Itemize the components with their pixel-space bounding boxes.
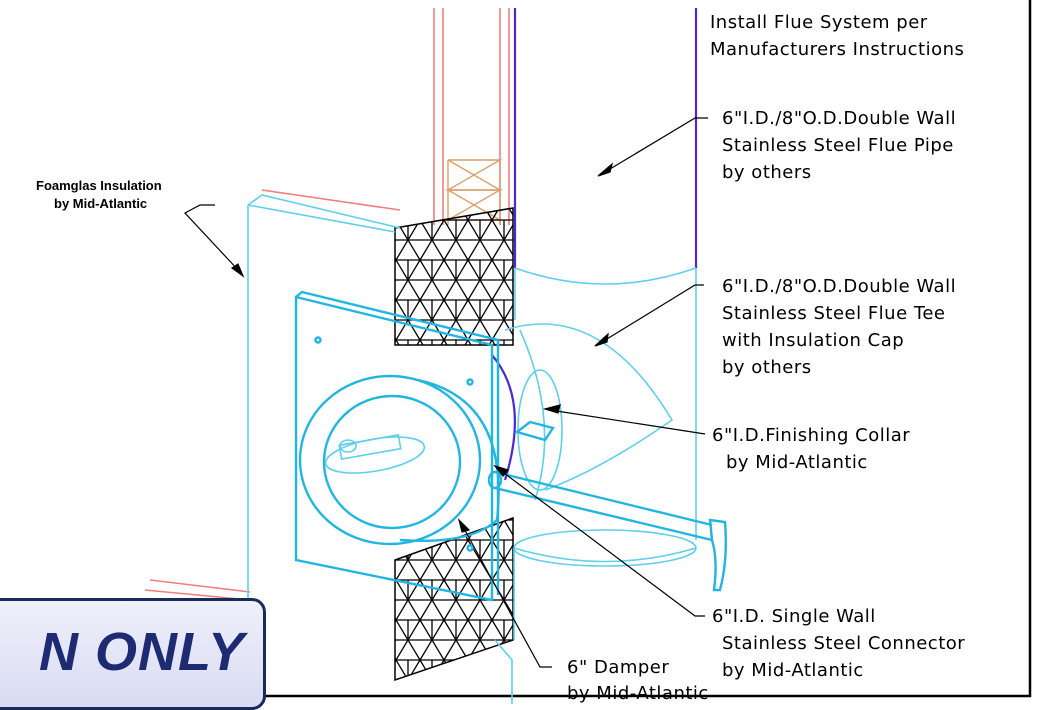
label-flue-tee-line-1: 6"I.D./8"O.D.Double Wall xyxy=(722,276,956,297)
label-insulation-line-1: Foamglas Insulation xyxy=(36,178,162,193)
label-install-line-2: Manufacturers Instructions xyxy=(710,39,964,60)
watermark-text: N ONLY xyxy=(39,622,245,682)
label-flue-tee-line-4: by others xyxy=(722,357,812,378)
label-connector-line-2: Stainless Steel Connector xyxy=(722,633,965,654)
foamglas-block-bottom xyxy=(394,516,514,682)
label-install: Install Flue System per Manufacturers In… xyxy=(710,12,964,60)
label-install-line-1: Install Flue System per xyxy=(710,12,928,33)
wall-framing xyxy=(144,8,510,601)
flue-pipe xyxy=(513,8,698,540)
damper xyxy=(298,374,500,546)
label-flue-pipe-line-3: by others xyxy=(722,162,812,183)
label-collar: 6"I.D.Finishing Collar by Mid-Atlantic xyxy=(712,425,910,473)
label-flue-tee-line-2: Stainless Steel Flue Tee xyxy=(722,303,945,324)
label-flue-pipe-line-1: 6"I.D./8"O.D.Double Wall xyxy=(722,108,956,129)
label-damper: 6" Damper by Mid-Atlantic xyxy=(567,657,709,704)
label-insulation-line-2: by Mid-Atlantic xyxy=(54,196,147,211)
connector-rod xyxy=(487,420,727,592)
foamglas-block-top xyxy=(394,207,514,346)
label-flue-tee-line-3: with Insulation Cap xyxy=(722,330,904,351)
label-damper-line-2: by Mid-Atlantic xyxy=(567,683,709,704)
leader-lines xyxy=(184,117,708,668)
label-damper-line-1: 6" Damper xyxy=(567,657,669,678)
label-connector-line-1: 6"I.D. Single Wall xyxy=(712,606,876,627)
label-connector: 6"I.D. Single Wall Stainless Steel Conne… xyxy=(712,606,965,681)
label-flue-pipe: 6"I.D./8"O.D.Double Wall Stainless Steel… xyxy=(722,108,956,183)
watermark-badge: N ONLY xyxy=(0,598,266,710)
label-flue-tee: 6"I.D./8"O.D.Double Wall Stainless Steel… xyxy=(722,276,956,378)
label-insulation: Foamglas Insulation by Mid-Atlantic xyxy=(36,178,162,211)
drawing-border xyxy=(0,0,1032,698)
label-collar-line-1: 6"I.D.Finishing Collar xyxy=(712,425,910,446)
label-connector-line-3: by Mid-Atlantic xyxy=(722,660,864,681)
label-collar-line-2: by Mid-Atlantic xyxy=(726,452,868,473)
label-flue-pipe-line-2: Stainless Steel Flue Pipe xyxy=(722,135,954,156)
flue-tee xyxy=(491,323,697,640)
